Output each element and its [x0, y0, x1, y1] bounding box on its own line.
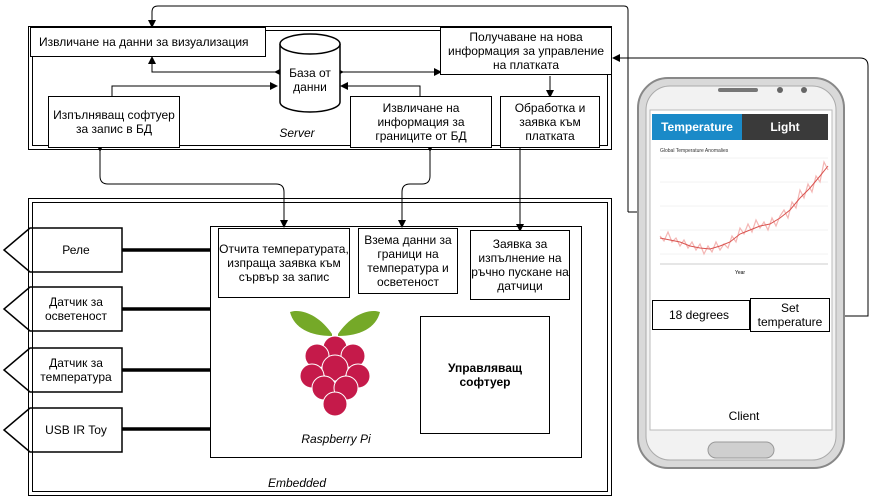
- manual-request-box: Заявка за изпълнение на ръчно пускане на…: [470, 230, 570, 300]
- peripheral-temp-sensor: Датчик за температура: [40, 356, 112, 384]
- embedded-label: Embedded: [267, 476, 327, 490]
- raspberry-pi-label: Raspberry Pi: [301, 432, 371, 446]
- temperature-chart: [659, 157, 829, 265]
- control-software-box: Управляващ софтуер: [420, 316, 550, 434]
- peripheral-rele: Реле: [62, 243, 90, 257]
- extract-boundaries-box: Извличане на информация за границите от …: [350, 96, 492, 148]
- client-label: Client: [728, 409, 760, 423]
- takes-boundaries-box: Взема данни за граници на температура и …: [358, 228, 458, 294]
- reads-temperature-box: Отчита температурата, изпраща заявка към…: [218, 228, 350, 298]
- periph-shape-ir: [2, 407, 123, 453]
- database-icon: [279, 33, 341, 113]
- periph-shape-light: [2, 286, 123, 332]
- processing-request-box: Обработка и заявка към платката: [500, 96, 600, 148]
- tab-temperature[interactable]: Temperature: [652, 114, 742, 140]
- path-bound-takes: [398, 144, 434, 228]
- set-temperature-button[interactable]: Set temperature: [750, 298, 830, 332]
- temperature-value-field[interactable]: 18 degrees: [652, 300, 750, 330]
- embedded-frame: [28, 198, 612, 496]
- server-frame-inner: [32, 30, 608, 146]
- executing-software-box: Изпълняващ софтуер за запис в БД: [48, 96, 180, 148]
- chart-x-label: Year: [734, 270, 746, 276]
- tab-light[interactable]: Light: [742, 114, 828, 140]
- phone-body: [637, 77, 845, 469]
- raspberry-pi-logo: [290, 310, 380, 417]
- path-set-to-receive: [612, 54, 869, 317]
- server-frame: [28, 26, 612, 150]
- path-client-to-extract: [148, 5, 629, 212]
- receive-new-info-box: Получаване на нова информация за управле…: [440, 27, 612, 75]
- peripheral-usb-ir: USB IR Toy: [45, 423, 107, 437]
- path-exec-db: [111, 82, 278, 96]
- path-db-extract: [148, 56, 282, 76]
- chart-title: Global Temperature Anomalies: [660, 148, 729, 154]
- database-label: База от данни: [289, 66, 331, 94]
- path-bound-db: [340, 82, 421, 98]
- peripheral-light-sensor: Датчик за осветеност: [44, 295, 108, 323]
- path-exec-reads: [96, 144, 288, 228]
- raspberry-board: [210, 226, 582, 458]
- periph-shape-rele: [2, 227, 123, 273]
- server-label: Server: [279, 126, 315, 140]
- embedded-frame-inner: [32, 202, 608, 492]
- extract-visualization-box: Извличане на данни за визуализация: [30, 27, 266, 57]
- periph-shape-temp: [2, 347, 123, 393]
